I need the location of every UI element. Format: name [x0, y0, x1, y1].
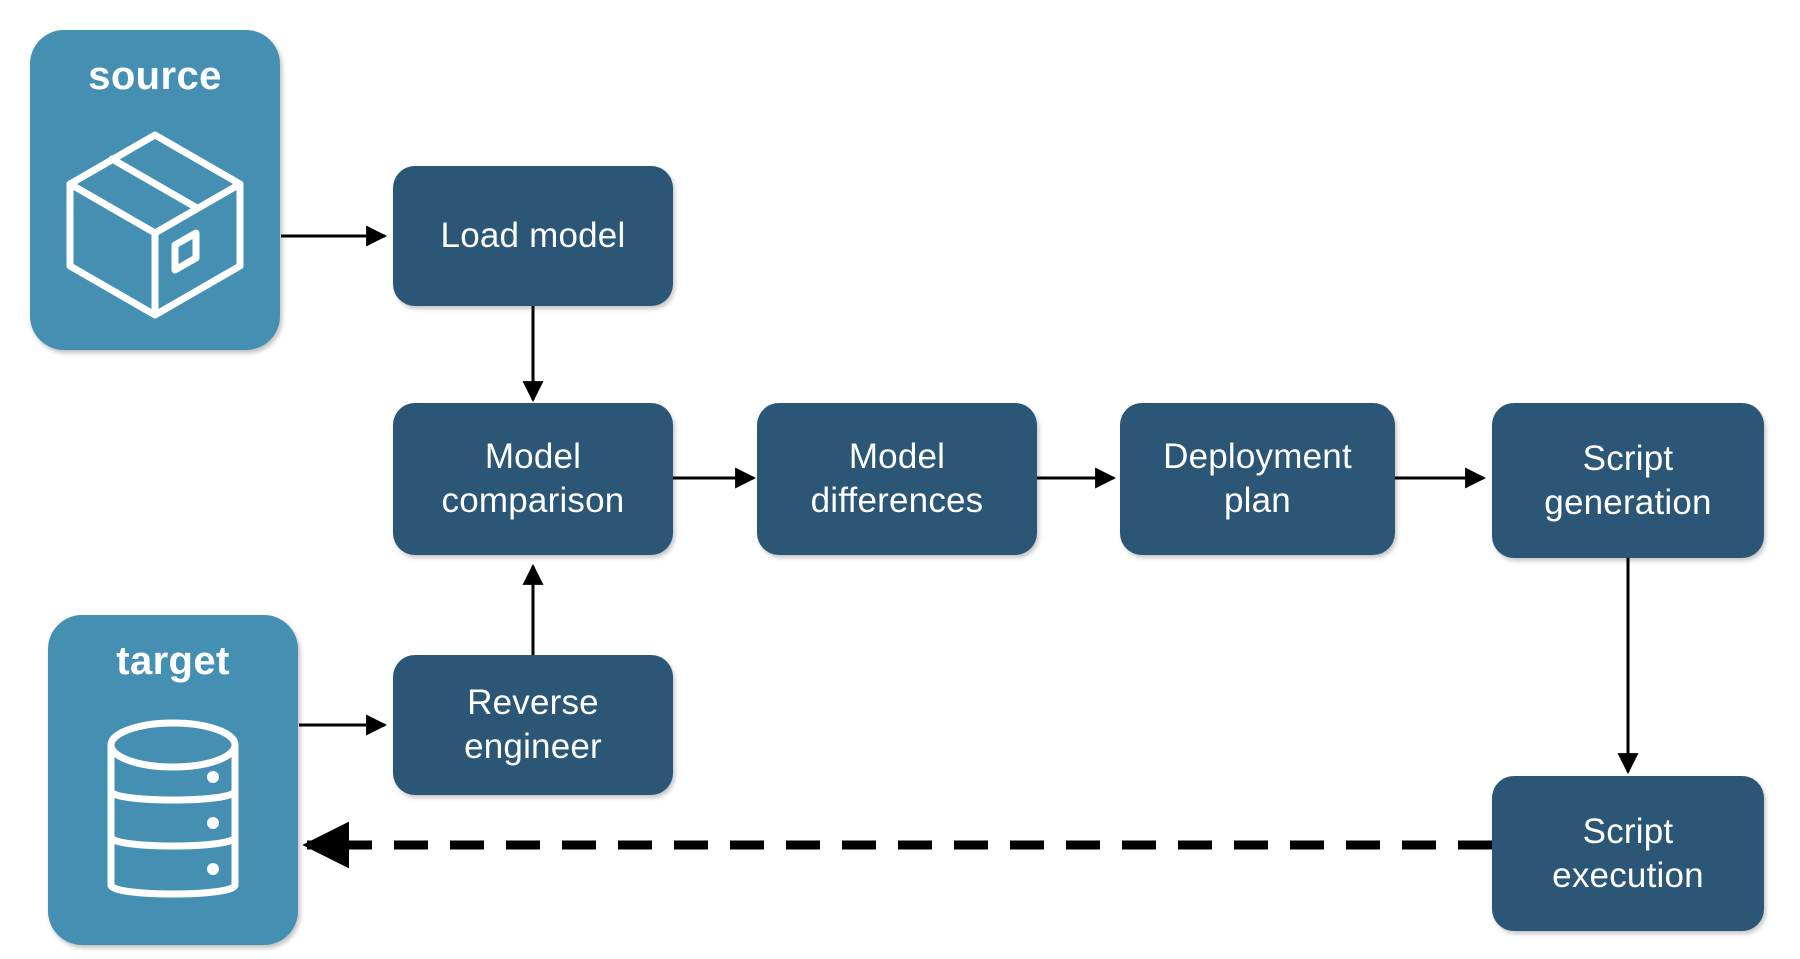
endpoint-source[interactable]: source: [30, 30, 280, 350]
node-deployment-plan-label: Deployment plan: [1163, 437, 1352, 520]
endpoint-source-label: source: [88, 54, 222, 98]
database-cylinder-icon: [48, 684, 298, 945]
node-deployment-plan[interactable]: Deployment plan: [1120, 403, 1395, 555]
node-model-comparison[interactable]: Model comparison: [393, 403, 673, 555]
node-script-generation[interactable]: Script generation: [1492, 403, 1764, 558]
node-reverse-engineer-label: Reverse engineer: [464, 683, 602, 766]
node-load-model-label: Load model: [440, 216, 626, 256]
node-script-execution-label: Script execution: [1552, 811, 1704, 895]
endpoint-target-label: target: [116, 639, 230, 683]
endpoint-target[interactable]: target: [48, 615, 298, 945]
package-box-icon: [30, 99, 280, 350]
node-model-differences-label: Model differences: [810, 437, 984, 520]
node-reverse-engineer[interactable]: Reverse engineer: [393, 655, 673, 795]
node-model-comparison-label: Model comparison: [441, 437, 625, 520]
node-script-execution[interactable]: Script execution: [1492, 776, 1764, 931]
node-script-generation-label: Script generation: [1544, 438, 1712, 522]
node-model-differences[interactable]: Model differences: [757, 403, 1037, 555]
node-load-model[interactable]: Load model: [393, 166, 673, 306]
